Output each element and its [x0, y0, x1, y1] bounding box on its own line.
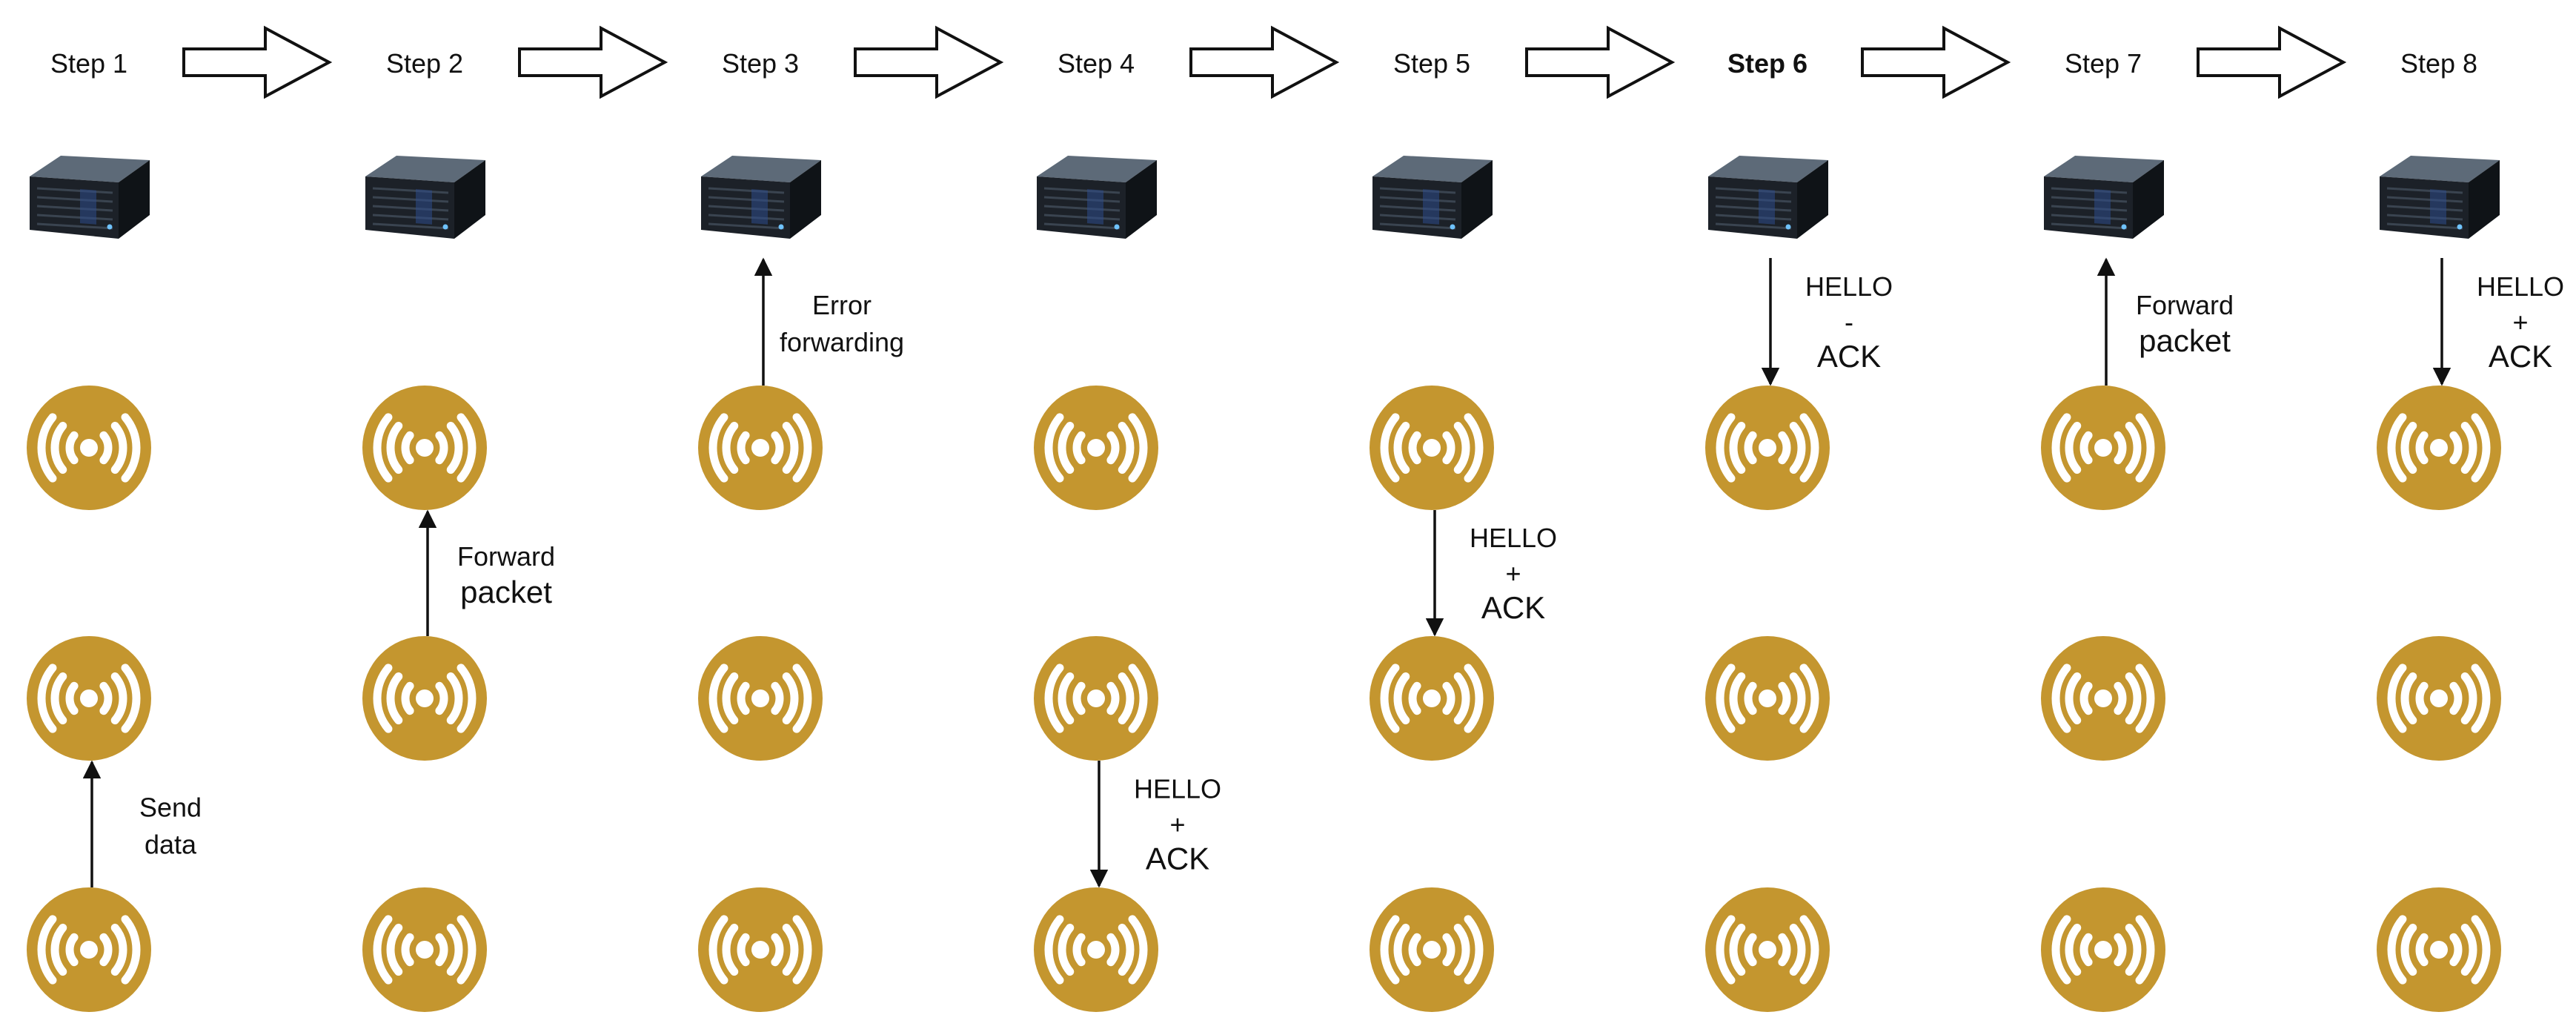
arrow-annotation-line: ACK: [1481, 590, 1545, 625]
step-arrow-row: [182, 25, 2347, 99]
server-icon: [1708, 156, 1828, 239]
arrow-annotation-line: +: [2512, 307, 2528, 337]
hollow-right-arrow-icon: [1525, 25, 1676, 99]
wireless-node-icon: [27, 386, 151, 510]
wireless-node-icon: [2041, 636, 2165, 761]
arrow-annotation-line: data: [145, 830, 197, 860]
arrow-annotation-line: Forward: [457, 541, 555, 572]
arrow-annotation-line: +: [1169, 810, 1185, 840]
arrow-annotation-line: Error: [812, 290, 872, 320]
wireless-node-icon: [1034, 887, 1158, 1012]
wireless-node-icon: [2041, 887, 2165, 1012]
step-column: Send data: [27, 156, 202, 1012]
step-column: HELLO +ACK: [1370, 156, 1557, 1012]
step-label: Step 6: [1727, 48, 1807, 79]
wireless-node-icon: [1705, 887, 1830, 1012]
step-label: Step 8: [2400, 48, 2477, 79]
arrow-annotation-line: HELLO: [1470, 523, 1557, 553]
wireless-node-icon: [27, 887, 151, 1012]
hollow-right-arrow-icon: [1189, 25, 1340, 99]
wireless-node-icon: [1705, 386, 1830, 510]
step-column: HELLO +ACK: [2377, 156, 2564, 1012]
step-columns: SenddataForwardpacketErrorforwardingHELL…: [27, 156, 2564, 1012]
step-column: HELLO -ACK: [1705, 156, 1893, 1012]
arrow-annotation-line: forwarding: [780, 327, 904, 357]
arrow-annotation-line: +: [1505, 558, 1521, 589]
wireless-node-icon: [2377, 636, 2501, 761]
step-label: Step 7: [2065, 48, 2142, 79]
wireless-node-icon: [2041, 386, 2165, 510]
arrow-annotation-line: HELLO: [1134, 774, 1221, 804]
wireless-node-icon: [698, 636, 823, 761]
server-icon: [1037, 156, 1157, 239]
server-icon: [365, 156, 485, 239]
step-column: Error forwarding: [698, 156, 904, 1012]
step-column: HELLO +ACK: [1034, 156, 1221, 1012]
arrow-annotation-line: packet: [460, 575, 552, 609]
server-icon: [2380, 156, 2500, 239]
arrow-annotation-line: Send: [139, 793, 202, 823]
step-label: Step 2: [386, 48, 463, 79]
hollow-right-arrow-icon: [2197, 25, 2347, 99]
wireless-node-icon: [1705, 636, 1830, 761]
arrow-annotation-line: packet: [2139, 323, 2231, 358]
hollow-right-arrow-icon: [518, 25, 668, 99]
server-icon: [30, 156, 150, 239]
wireless-node-icon: [1034, 386, 1158, 510]
step-label-row: Step 1 Step 2 Step 3 Step 4 Step 5 Step 6 Step…: [50, 48, 2477, 79]
arrow-annotation-line: -: [1845, 307, 1853, 337]
hollow-right-arrow-icon: [182, 25, 333, 99]
step-label: Step 3: [722, 48, 799, 79]
arrow-annotation-line: ACK: [2489, 339, 2552, 374]
wireless-node-icon: [2377, 887, 2501, 1012]
wireless-node-icon: [1370, 386, 1494, 510]
arrow-annotation-line: HELLO: [1805, 271, 1893, 302]
hollow-right-arrow-icon: [854, 25, 1004, 99]
wireless-node-icon: [698, 386, 823, 510]
arrow-annotation-line: ACK: [1817, 339, 1881, 374]
wireless-node-icon: [27, 636, 151, 761]
wireless-node-icon: [1034, 636, 1158, 761]
step-label: Step 4: [1058, 48, 1135, 79]
server-icon: [2044, 156, 2164, 239]
step-label: Step 1: [50, 48, 127, 79]
arrow-annotation-line: Forward: [2136, 290, 2234, 320]
wireless-node-icon: [1370, 887, 1494, 1012]
arrow-annotation-line: HELLO: [2477, 271, 2564, 302]
arrow-annotation-line: ACK: [1146, 841, 1209, 876]
step-label: Step 5: [1393, 48, 1470, 79]
wireless-node-icon: [362, 386, 487, 510]
server-icon: [1372, 156, 1493, 239]
server-icon: [701, 156, 821, 239]
hollow-right-arrow-icon: [1861, 25, 2011, 99]
wireless-node-icon: [2377, 386, 2501, 510]
wireless-node-icon: [362, 636, 487, 761]
wireless-node-icon: [362, 887, 487, 1012]
wireless-node-icon: [1370, 636, 1494, 761]
wireless-node-icon: [698, 887, 823, 1012]
